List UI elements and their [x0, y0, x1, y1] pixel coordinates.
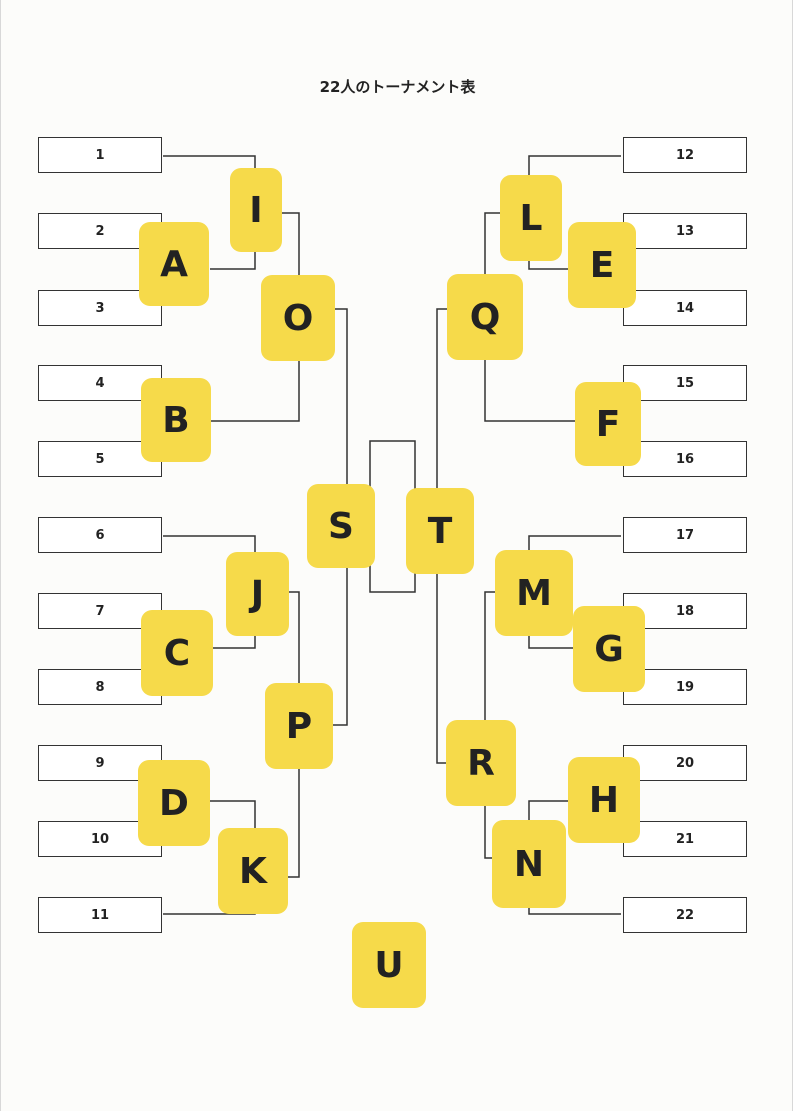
match-badge-u: U: [352, 922, 426, 1008]
player-box: 19: [623, 669, 747, 705]
player-box: 12: [623, 137, 747, 173]
player-box: 1: [38, 137, 162, 173]
player-box: 17: [623, 517, 747, 553]
match-badge-d: D: [138, 760, 210, 846]
player-box: 21: [623, 821, 747, 857]
player-box: 20: [623, 745, 747, 781]
page-title: 22人のトーナメント表: [319, 78, 476, 96]
player-box: 13: [623, 213, 747, 249]
player-box: 16: [623, 441, 747, 477]
match-badge-f: F: [575, 382, 641, 466]
match-badge-k: K: [218, 828, 288, 914]
match-badge-b: B: [141, 378, 211, 462]
player-box: 22: [623, 897, 747, 933]
match-badge-j: J: [226, 552, 289, 636]
match-badge-q: Q: [447, 274, 523, 360]
player-box: 6: [38, 517, 162, 553]
match-badge-s: S: [307, 484, 375, 568]
match-badge-m: M: [495, 550, 573, 636]
match-badge-i: I: [230, 168, 282, 252]
match-badge-h: H: [568, 757, 640, 843]
match-badge-e: E: [568, 222, 636, 308]
match-badge-o: O: [261, 275, 335, 361]
match-badge-t: T: [406, 488, 474, 574]
match-badge-n: N: [492, 820, 566, 908]
player-box: 14: [623, 290, 747, 326]
match-badge-g: G: [573, 606, 645, 692]
player-box: 15: [623, 365, 747, 401]
match-badge-a: A: [139, 222, 209, 306]
player-box: 11: [38, 897, 162, 933]
match-badge-r: R: [446, 720, 516, 806]
match-badge-l: L: [500, 175, 562, 261]
match-badge-p: P: [265, 683, 333, 769]
match-badge-c: C: [141, 610, 213, 696]
